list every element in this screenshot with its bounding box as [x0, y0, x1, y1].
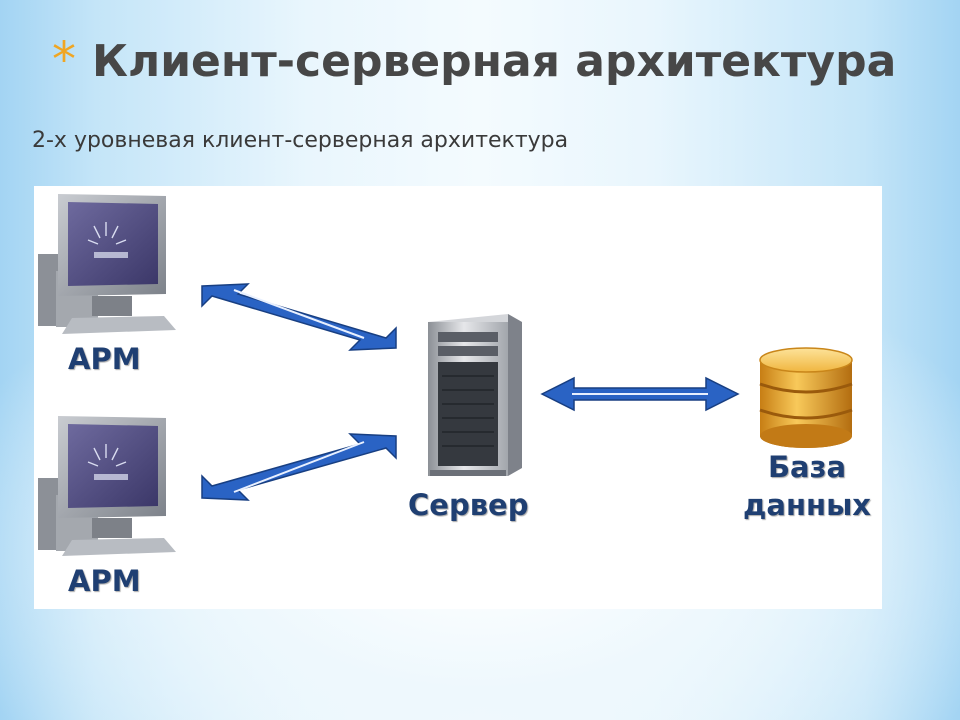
database-cylinder-icon [759, 347, 853, 448]
workstation-2-label: АРМ [68, 564, 141, 598]
workstation-1-computer-icon [38, 194, 176, 334]
arrow-workstation-1-to-server [201, 283, 397, 351]
slide-title-row: * Клиент-серверная архитектура [52, 30, 896, 100]
workstation-1-label: АРМ [68, 342, 141, 376]
architecture-diagram: АРМ АРМ Сервер База данных [34, 186, 882, 609]
arrow-workstation-2-to-server [201, 433, 397, 501]
slide-subtitle: 2-х уровневая клиент-серверная архитекту… [32, 128, 569, 153]
diagram-graphics [38, 194, 853, 556]
database-label-line-2: данных [743, 488, 871, 522]
slide-title: Клиент-серверная архитектура [92, 36, 897, 87]
title-bullet-star: * [52, 32, 76, 88]
database-label: База данных [732, 448, 882, 524]
arrow-server-to-database [540, 376, 740, 412]
server-tower-icon [428, 314, 522, 476]
server-label: Сервер [408, 488, 529, 522]
database-label-line-1: База [767, 450, 847, 484]
workstation-2-computer-icon [38, 416, 176, 556]
